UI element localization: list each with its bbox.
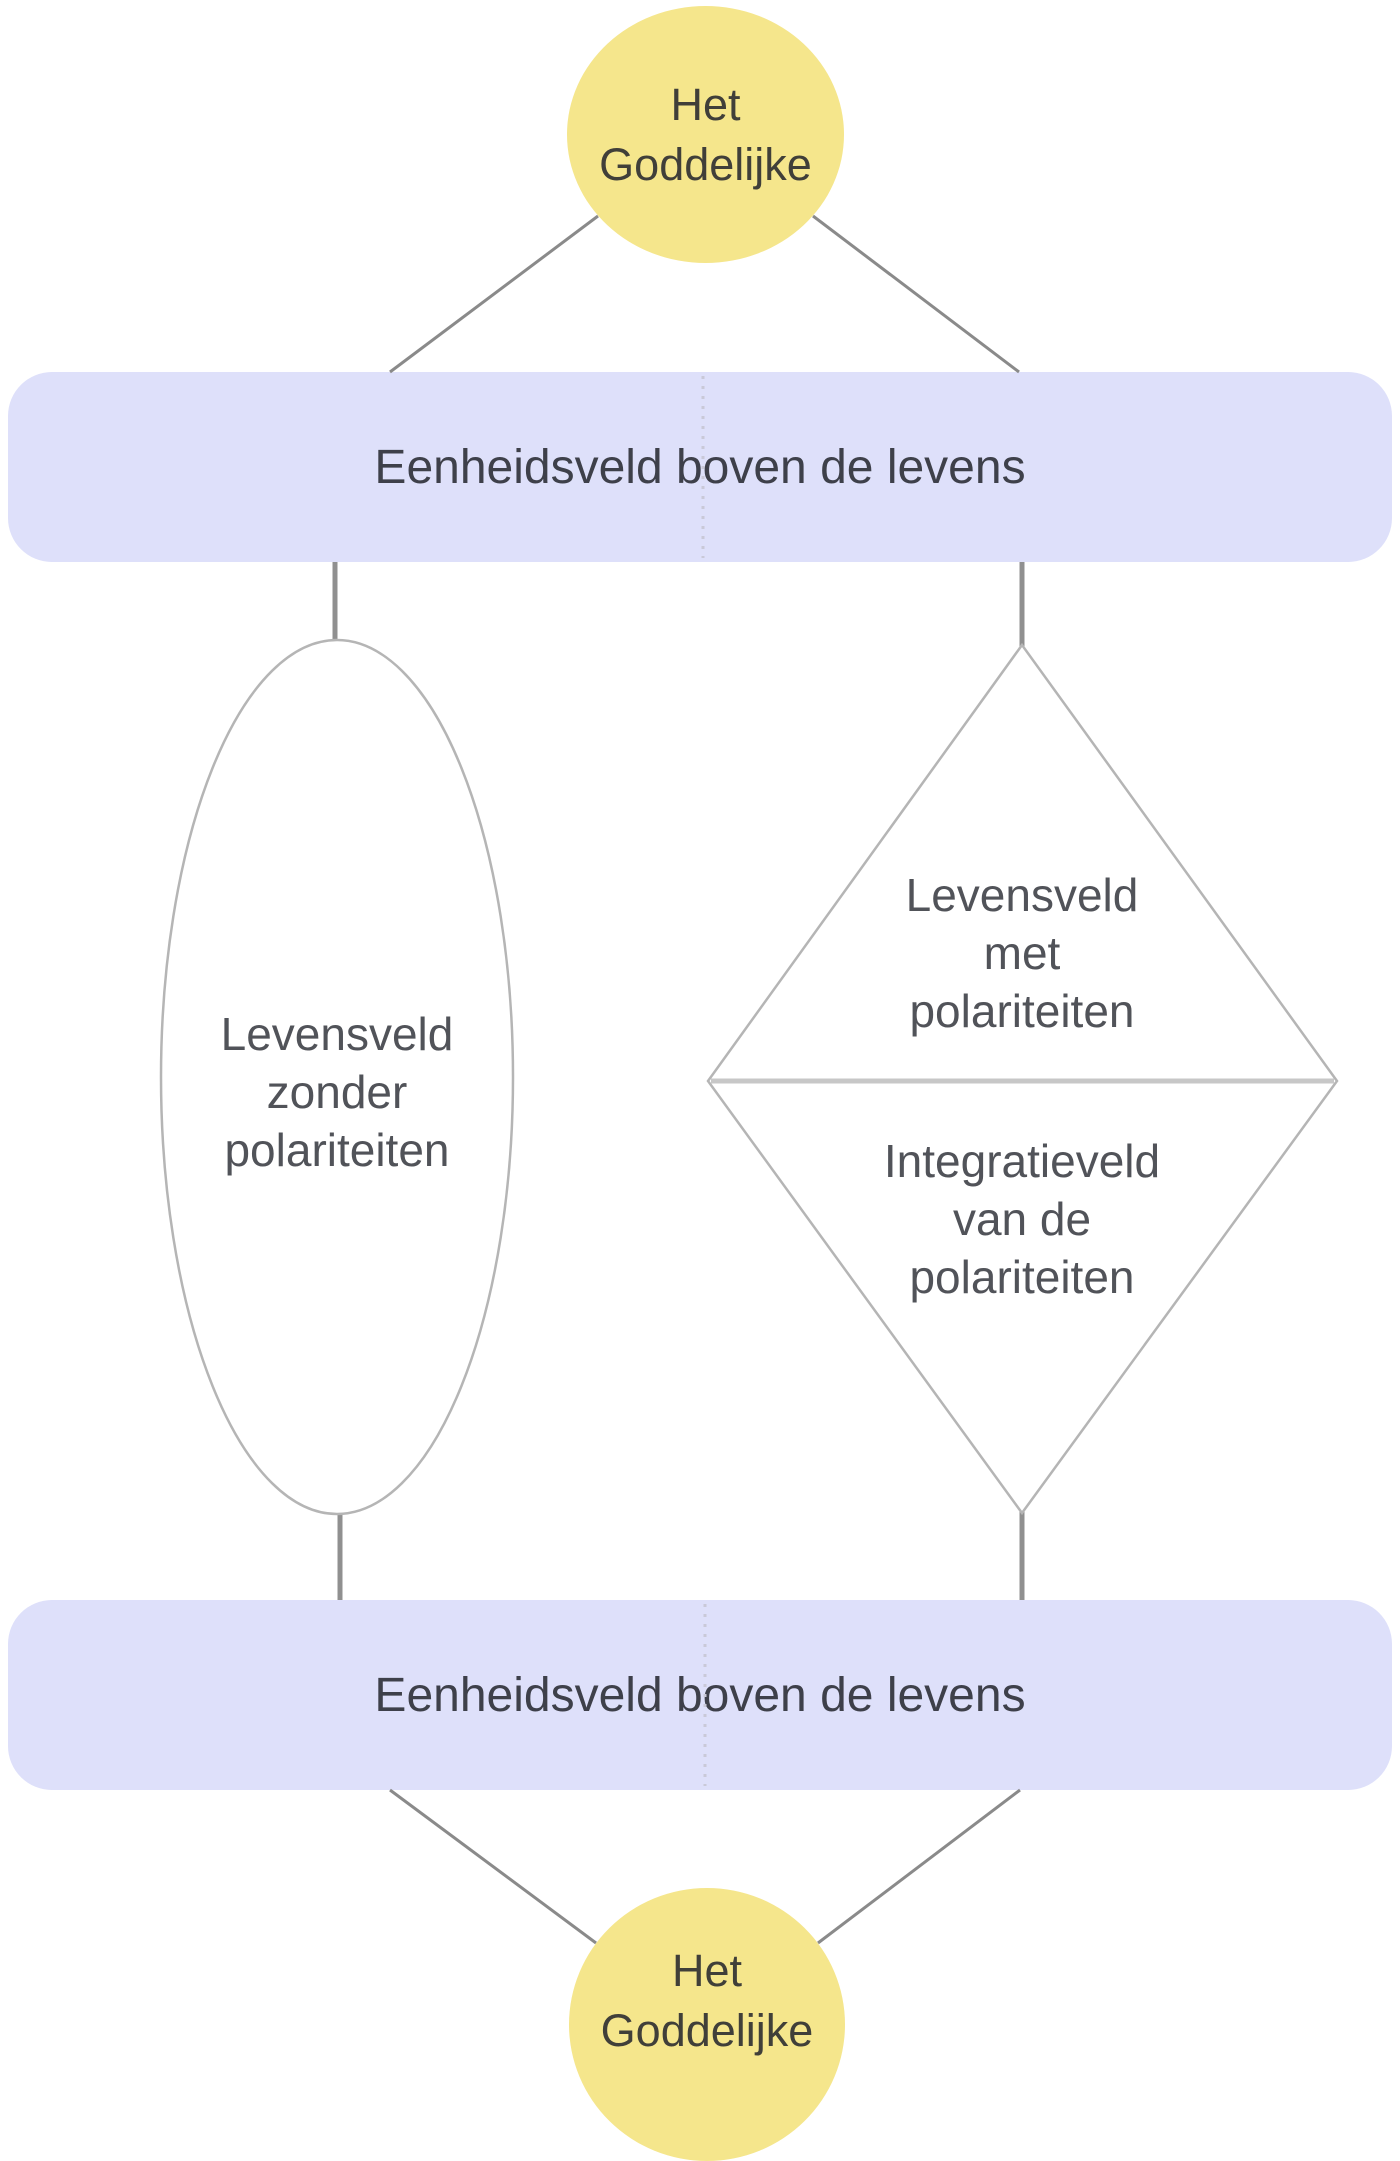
node-label-line: van de (952, 1193, 1092, 1245)
node-label: Eenheidsveld boven de levens (374, 440, 1026, 494)
node-label-line: polariteiten (224, 1124, 450, 1176)
node-label-line: Integratieveld (883, 1135, 1161, 1187)
node-unity-bottom: Eenheidsveld boven de levens (8, 1600, 1392, 1790)
edge-divine-bottom-left (389, 1788, 597, 1945)
node-label-line: polariteiten (909, 985, 1135, 1037)
edge-divine-top-left (389, 214, 599, 374)
node-label-line: Levensveld (220, 1008, 454, 1060)
node-label-line: met (983, 927, 1061, 979)
node-label-line: Goddelijke (600, 2004, 814, 2056)
node-label-line: zonder (266, 1066, 408, 1118)
node-label-line: Goddelijke (599, 138, 812, 190)
node-label-line: Levensveld (905, 869, 1139, 921)
node-integration-label: Integratieveld van de polariteiten (772, 1132, 1272, 1306)
node-label-line: polariteiten (909, 1251, 1135, 1303)
edge-divine-top-right (812, 214, 1020, 374)
node-label: Eenheidsveld boven de levens (374, 1668, 1026, 1722)
diamond-shape (706, 642, 1339, 1516)
edge-divine-bottom-right (817, 1788, 1021, 1945)
node-divine-bottom: Het Goddelijke (569, 1888, 845, 2161)
node-label-line: Het (671, 1944, 743, 1996)
node-life-with-label: Levensveld met polariteiten (772, 866, 1272, 1040)
node-unity-top: Eenheidsveld boven de levens (8, 372, 1392, 562)
node-divine-top: Het Goddelijke (567, 6, 844, 263)
node-label-line: Het (670, 78, 741, 130)
node-life-without-label: Levensveld zonder polariteiten (137, 1005, 537, 1179)
